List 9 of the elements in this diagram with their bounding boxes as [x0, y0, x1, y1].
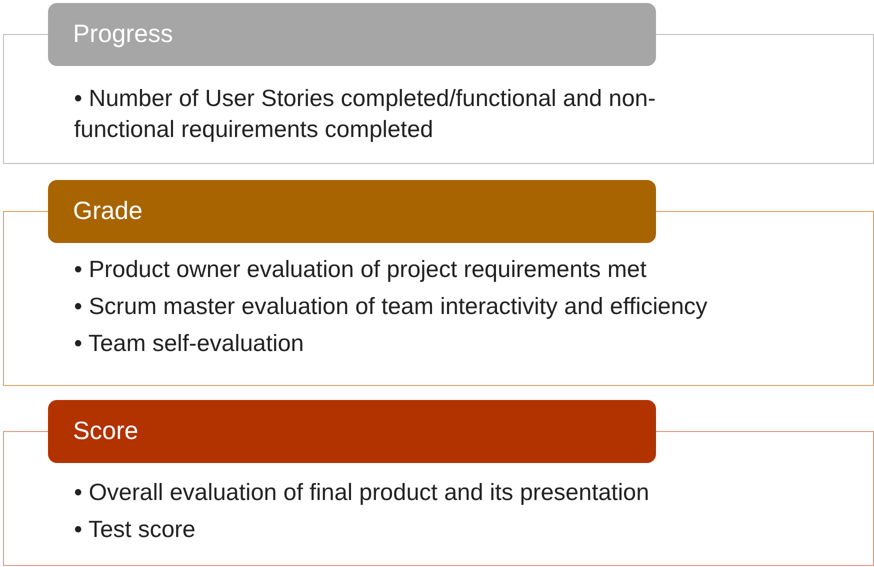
bullet-item: • Test score [74, 515, 196, 544]
bullet-item: • Team self-evaluation [74, 329, 305, 358]
section-header-tab: Score [48, 400, 656, 462]
section-header-tab: Progress [48, 2, 656, 66]
bullet-item: • Overall evaluation of final product and its presentation [74, 478, 650, 507]
section-header-tab: Grade [48, 180, 656, 242]
bullet-item: • Number of User Stories completed/functional and non-functional requirements completed [74, 84, 657, 144]
bullet-item: • Scrum master evaluation of team interactivity and efficiency [74, 292, 708, 321]
bullet-item: • Product owner evaluation of project requirements met [74, 255, 648, 284]
